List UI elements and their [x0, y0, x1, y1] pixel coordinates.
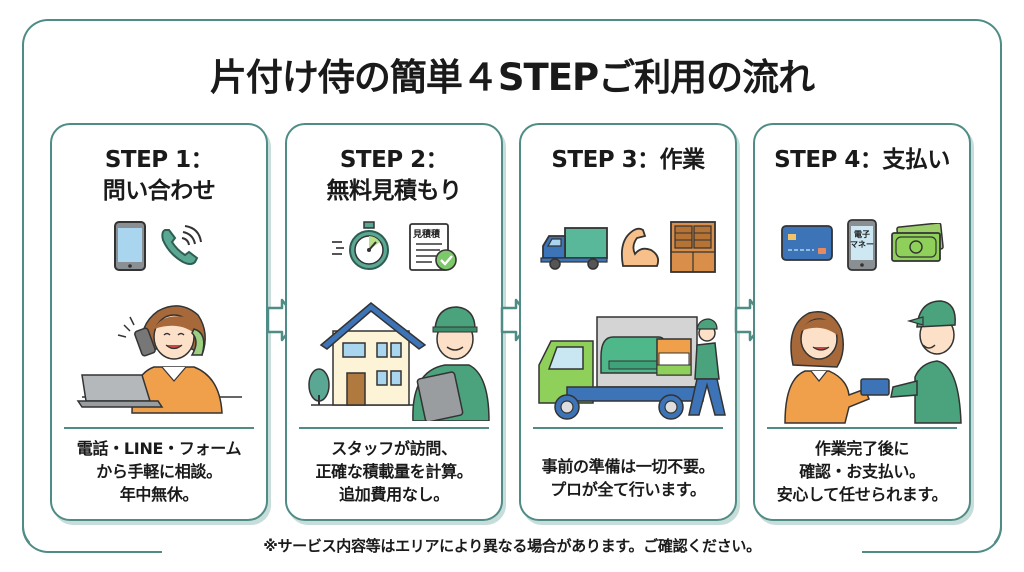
page-title: 片付け侍の簡単４STEPご利用の流れ [204, 56, 821, 100]
step-2-title-line2: 無料見積もり [326, 178, 463, 204]
step-3-icons [521, 220, 735, 278]
step-card-1: STEP 1： 問い合わせ [50, 123, 268, 521]
page-title-text: 片付け侍の簡単４STEPご利用の流れ [209, 56, 815, 99]
step-4-icons: 電子 マネー [755, 218, 969, 272]
step-2-desc-line1: スタッフが訪問、 [331, 439, 457, 458]
phone-call-icon [157, 222, 205, 274]
step-4-desc-line1: 作業完了後に [814, 439, 910, 458]
muscle-arm-icon [617, 224, 661, 274]
e-money-phone-icon: 電子 マネー [846, 218, 878, 272]
e-money-label-line1: 電子 [854, 230, 870, 239]
title-area: 片付け侍の簡単４STEPご利用の流れ [0, 56, 1024, 100]
step-3-desc-line1: 事前の準備は一切不要。 [541, 457, 715, 476]
step-2-title-line1: STEP 2： [339, 147, 449, 173]
step-4-description: 作業完了後に 確認・お支払い。 安心して任せられます。 [755, 437, 969, 506]
step-1-title-line1: STEP 1： [104, 147, 214, 173]
cash-icon [890, 222, 944, 267]
step-1-desc-line2: から手軽に相談。 [96, 462, 222, 481]
step-2-desc-line2: 正確な積載量を計算。 [315, 462, 473, 481]
step-4-title: STEP 4：支払い [774, 147, 950, 173]
e-money-label-line2: マネー [850, 240, 874, 249]
stopwatch-icon [330, 220, 392, 276]
footer-note: ※サービス内容等はエリアにより異なる場合があります。ご確認ください。 [263, 537, 761, 555]
step-1-icons [52, 220, 266, 276]
step-1-divider [64, 427, 254, 429]
e-money-label: 電子 マネー [846, 230, 878, 250]
step-4-divider [767, 427, 957, 429]
estimate-document-icon: 見積積 [408, 222, 458, 274]
step-3-divider [533, 427, 723, 429]
smartphone-icon [113, 220, 147, 276]
staff-loading-truck-illustration [531, 315, 726, 429]
step-4-desc-line2: 確認・お支払い。 [799, 462, 925, 481]
truck-icon [539, 224, 609, 274]
outer-frame [22, 19, 1002, 552]
step-1-desc-line3: 年中無休。 [119, 485, 199, 504]
step-4-desc-line3: 安心して任せられます。 [776, 485, 948, 504]
step-2-icons: 見積積 [287, 220, 501, 276]
step-card-2: STEP 2： 無料見積もり 見積積 [285, 123, 503, 521]
step-3-desc-line2: プロが全て行います。 [550, 480, 706, 499]
staff-with-house-illustration [297, 295, 491, 425]
step-3-title: STEP 3：作業 [551, 147, 705, 173]
step-2-description: スタッフが訪問、 正確な積載量を計算。 追加費用なし。 [287, 437, 501, 506]
credit-card-icon [780, 224, 834, 266]
frame-gap [30, 540, 994, 556]
step-2-divider [299, 427, 489, 429]
step-3-description: 事前の準備は一切不要。 プロが全て行います。 [521, 455, 735, 501]
estimate-doc-label: 見積積 [413, 230, 441, 240]
woman-on-phone-illustration [62, 285, 256, 419]
cabinet-icon [669, 220, 717, 278]
step-1-description: 電話・LINE・フォーム から手軽に相談。 年中無休。 [52, 437, 266, 506]
step-card-4: STEP 4：支払い 電子 マネー [753, 123, 971, 521]
step-1-title-line2: 問い合わせ [102, 178, 216, 204]
step-2-desc-line3: 追加費用なし。 [339, 485, 449, 504]
customer-paying-staff-illustration [765, 295, 962, 429]
step-card-3: STEP 3：作業 [519, 123, 737, 521]
step-1-desc-line1: 電話・LINE・フォーム [76, 439, 242, 458]
